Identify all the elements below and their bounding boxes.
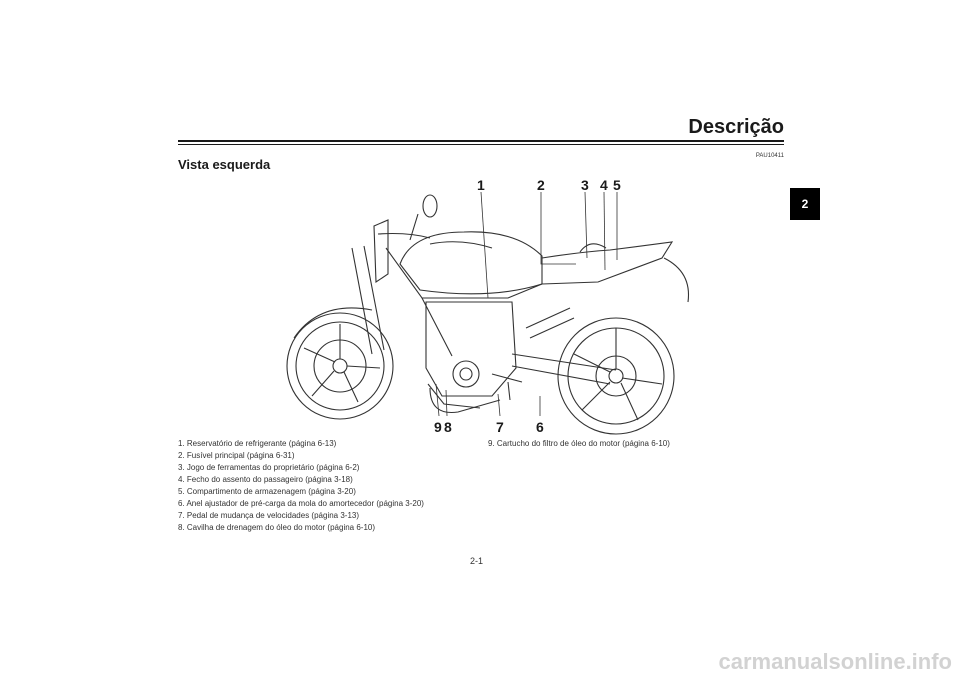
callout-6: 6 [536, 419, 544, 435]
callout-2: 2 [537, 178, 545, 193]
list-item: 2. Fusível principal (página 6-31) [178, 451, 295, 460]
list-item: 8. Cavilha de drenagem do óleo do motor … [178, 523, 376, 532]
front-tire [286, 312, 394, 420]
callout-8: 8 [444, 419, 452, 435]
parts-list-left: 1. Reservatório de refrigerante (página … [178, 438, 478, 534]
list-item: 7. Pedal de mudança de velocidades (pági… [178, 511, 360, 520]
callout-4: 4 [600, 178, 608, 193]
list-item: 1. Reservatório de refrigerante (página … [178, 439, 337, 448]
rear-tire [557, 317, 675, 435]
watermark[interactable]: carmanualsonline.info [718, 649, 953, 674]
chapter-tab[interactable]: 2 [790, 188, 820, 220]
list-item: 6. Anel ajustador de pré-carga da mola d… [178, 499, 424, 508]
page-number: 2-1 [470, 556, 484, 566]
callout-3: 3 [581, 178, 589, 193]
callout-1: 1 [477, 178, 485, 193]
page-title: Descrição [688, 116, 784, 138]
header-rule [178, 140, 784, 142]
callout-9: 9 [434, 419, 442, 435]
list-item: 9. Cartucho do filtro de óleo do motor (… [488, 439, 670, 448]
callout-7: 7 [496, 419, 504, 435]
callout-5: 5 [613, 178, 621, 193]
header-rule-thin [178, 144, 784, 145]
document-code: PAU10411 [755, 153, 784, 159]
motorcycle-illustration: 1 2 3 4 5 6 7 8 9 [286, 178, 690, 435]
parts-list-right: 9. Cartucho do filtro de óleo do motor (… [488, 438, 788, 450]
list-item: 4. Fecho do assento do passageiro (págin… [178, 475, 353, 484]
list-item: 3. Jogo de ferramentas do proprietário (… [178, 463, 360, 472]
section-title: Vista esquerda [178, 157, 271, 172]
list-item: 5. Compartimento de armazenagem (página … [178, 487, 356, 496]
